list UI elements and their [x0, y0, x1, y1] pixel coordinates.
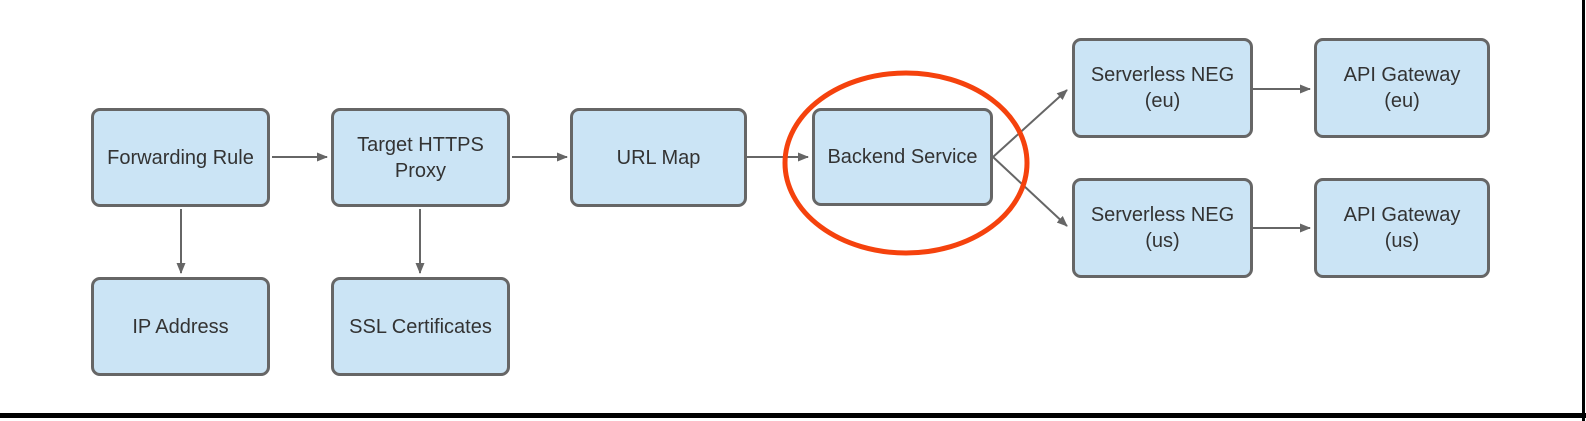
bottom-frame-line: [0, 413, 1586, 418]
node-url-map-label: URL Map: [616, 146, 701, 169]
right-frame-line: [1582, 0, 1585, 421]
node-ssl-certificates-label: SSL Certificates: [349, 315, 492, 338]
node-backend-service-label: Backend Service: [827, 146, 978, 168]
node-serverless-neg-us: Serverless NEG (us): [1072, 178, 1253, 278]
node-serverless-neg-us-label: Serverless NEG (us): [1090, 204, 1235, 252]
node-backend-service: Backend Service: [812, 108, 993, 206]
node-ssl-certificates: SSL Certificates: [331, 277, 510, 376]
node-target-https-proxy: Target HTTPS Proxy: [331, 108, 510, 207]
node-serverless-neg-eu: Serverless NEG (eu): [1072, 38, 1253, 138]
node-serverless-neg-eu-label: Serverless NEG (eu): [1090, 64, 1235, 112]
node-api-gateway-eu-label: API Gateway (eu): [1343, 64, 1461, 112]
node-forwarding-rule: Forwarding Rule: [91, 108, 270, 207]
node-url-map: URL Map: [570, 108, 747, 207]
node-ip-address: IP Address: [91, 277, 270, 376]
node-forwarding-rule-label: Forwarding Rule: [107, 146, 254, 169]
edge-backend-service-to-serverless-neg-eu: [992, 89, 1068, 158]
node-target-https-proxy-label: Target HTTPS Proxy: [357, 133, 484, 182]
node-api-gateway-eu: API Gateway (eu): [1314, 38, 1490, 138]
edge-backend-service-to-serverless-neg-us: [992, 156, 1068, 227]
node-api-gateway-us: API Gateway (us): [1314, 178, 1490, 278]
node-ip-address-label: IP Address: [132, 315, 229, 338]
node-api-gateway-us-label: API Gateway (us): [1343, 204, 1461, 252]
